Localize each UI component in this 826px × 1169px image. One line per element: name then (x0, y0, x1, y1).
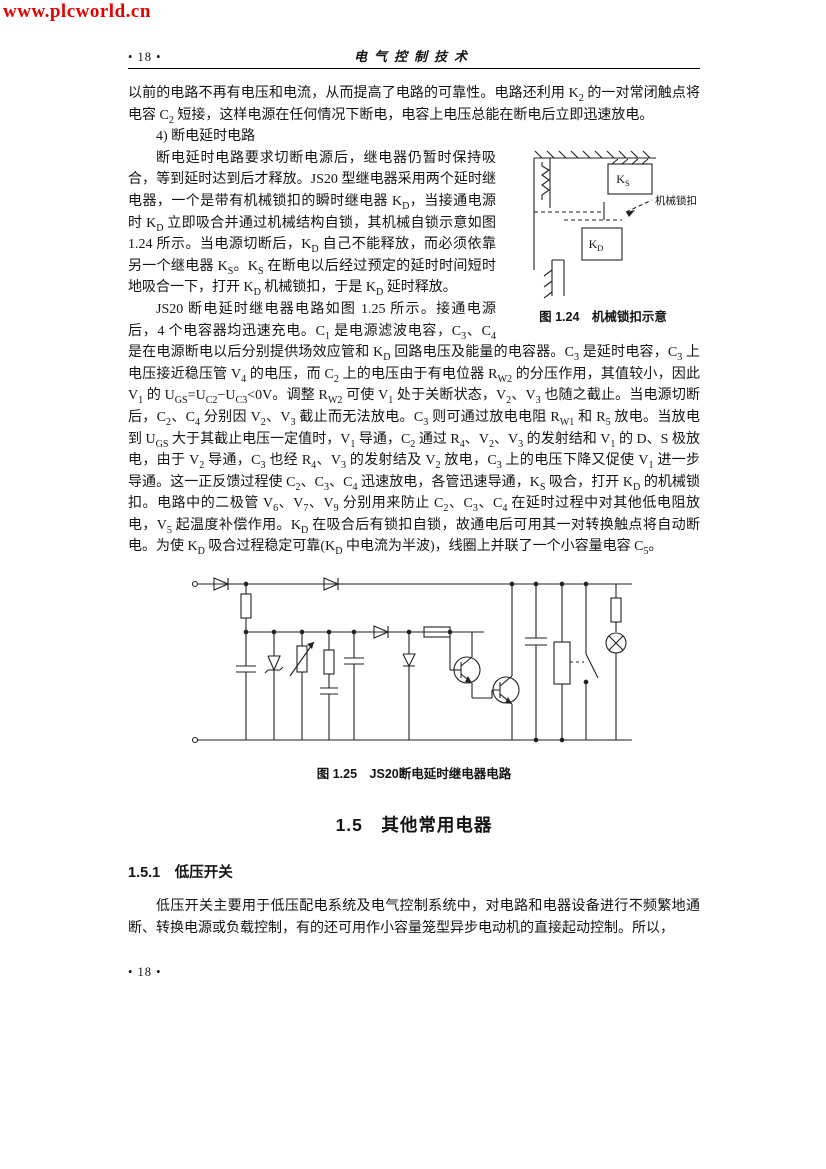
paragraph-delay-circuit: 断电延时电路要求切断电源后，继电器仍暂时保持吸合，等到延时达到后才释放。JS20… (128, 150, 497, 299)
list-item-heading: 4) 断电延时电路 (156, 129, 256, 145)
mechanical-lock-diagram: KS KD 机械锁扣 (533, 150, 697, 299)
lock-label: 机械锁扣 (655, 194, 697, 207)
page-header: • 18 • 电气控制技术 (128, 46, 700, 65)
ks-label: KS (616, 172, 630, 188)
paragraph-continued: 以前的电路不再有电压和电流，从而提高了电路的可靠性。电路还利用 K2 的一对常闭… (128, 86, 701, 126)
figure-1-25: 图 1.25 JS20断电延时继电器电路 (128, 570, 700, 782)
figure-1-24: KS KD 机械锁扣 图 1.24 机械锁扣示意 (506, 150, 700, 325)
figure-1-24-caption: 图 1.24 机械锁扣示意 (539, 309, 667, 324)
header-rule (128, 68, 700, 69)
page-content: • 18 • 电气控制技术 以前的电路不再有电压和电流，从而提高了电路的可靠性。… (128, 46, 700, 980)
header-title: 电气控制技术 (353, 49, 474, 64)
section-heading: 1.5 其他常用电器 (335, 815, 493, 836)
footer-page-number: • 18 • (128, 965, 162, 980)
header-page-number: • 18 • (128, 50, 162, 64)
watermark-text: www.plcworld.cn (3, 1, 151, 22)
paragraph-low-voltage-switch: 低压开关主要用于低压配电系统及电气控制系统中，对电路和电器设备进行不频繁地通断、… (128, 899, 700, 936)
figure-1-25-caption: 图 1.25 JS20断电延时继电器电路 (316, 767, 512, 782)
subsection-heading: 1.5.1 低压开关 (128, 865, 233, 882)
relay-circuit-diagram (191, 577, 632, 744)
kd-label: KD (589, 237, 604, 253)
paragraph-js20-circuit: JS20 断电延时继电器电路如图 1.25 所示。接通电源后，4 个电容器均迅速… (128, 301, 701, 558)
